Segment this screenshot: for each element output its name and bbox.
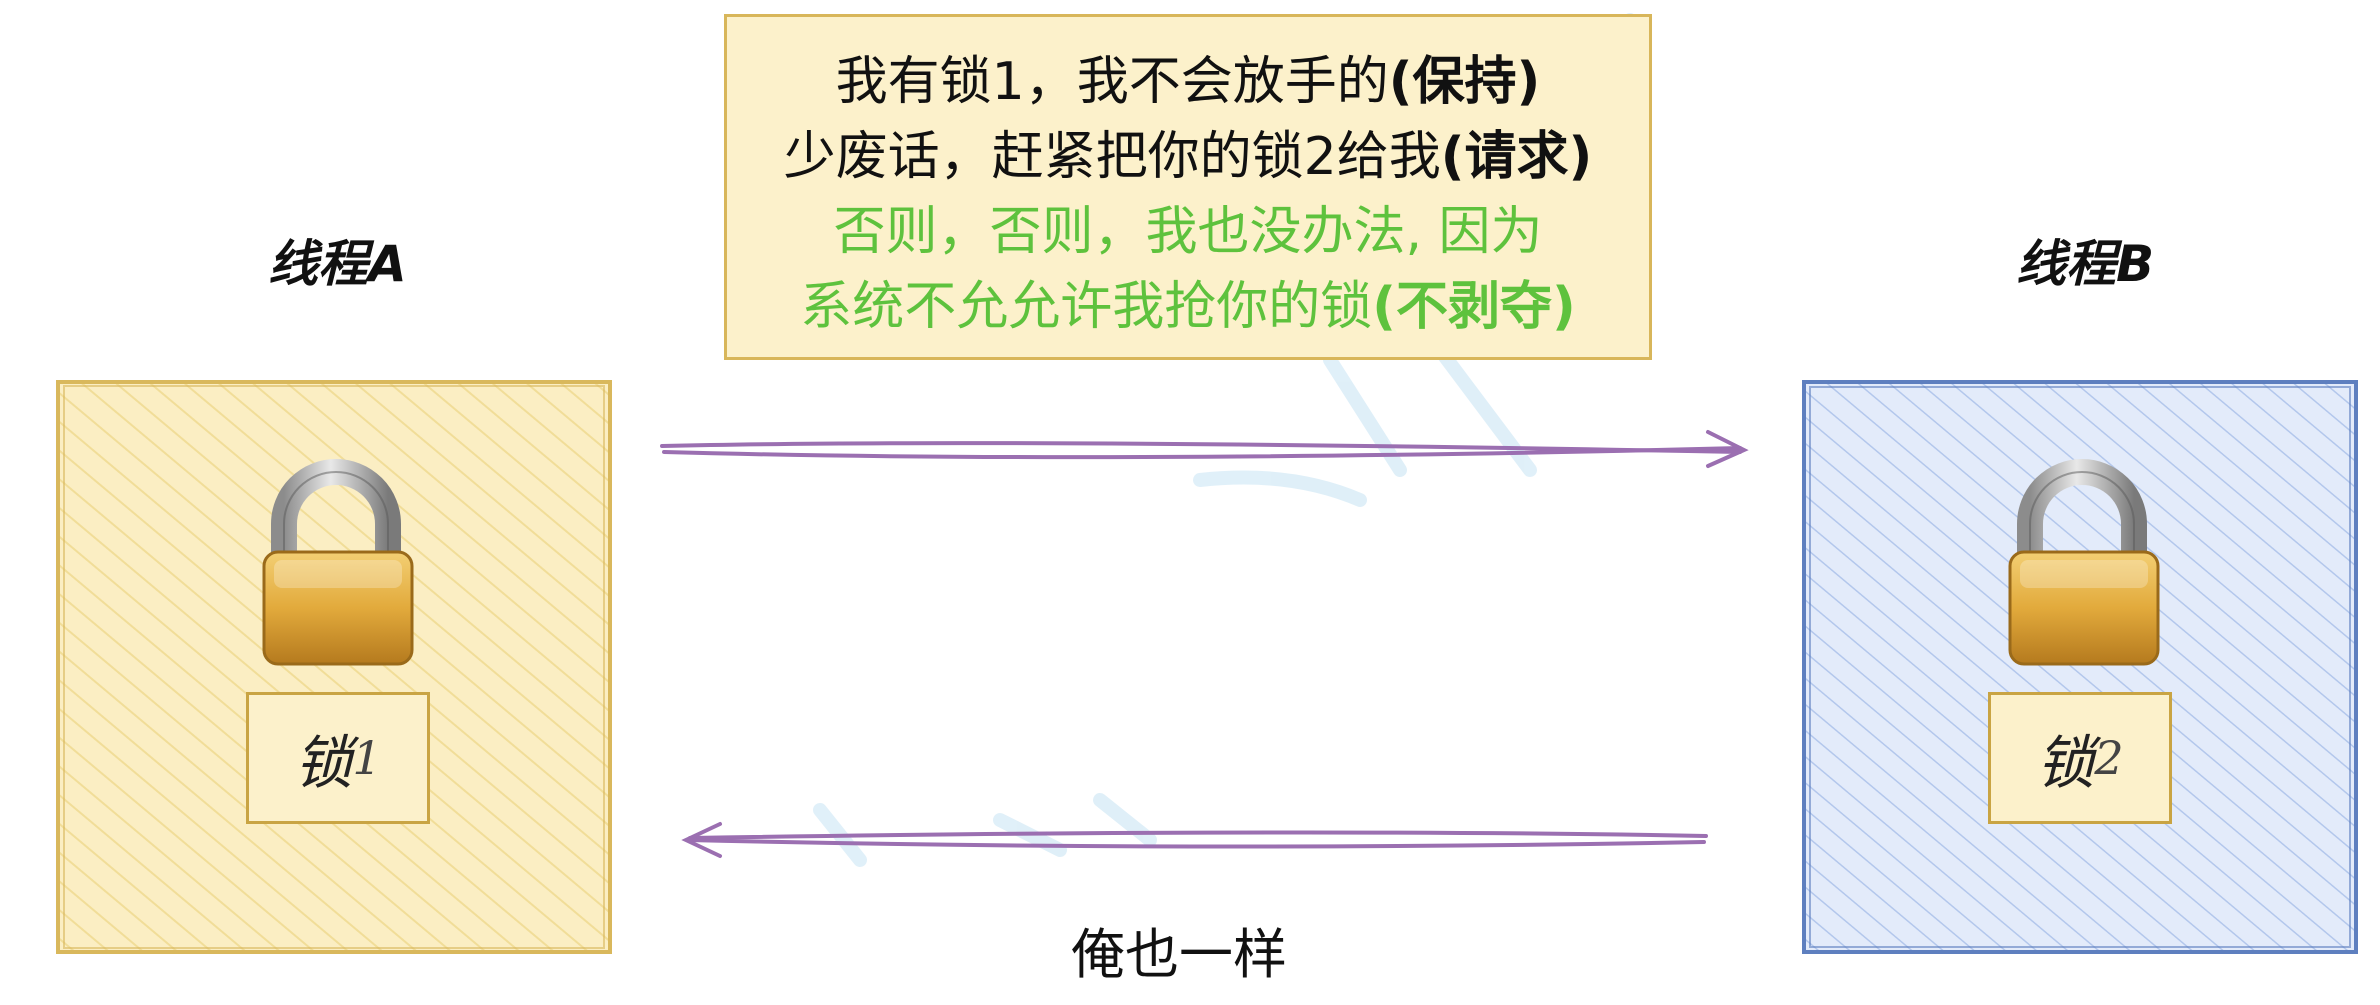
- reply-text: 俺也一样: [1071, 923, 1287, 986]
- speech-line-hold: 我有锁1，我不会放手的(保持): [835, 52, 1541, 112]
- request-arrow-a-to-b: [660, 430, 1749, 468]
- thread-b-title: 线程B: [2016, 235, 2155, 293]
- padlock-icon: [2008, 459, 2160, 666]
- padlock-icon: [262, 459, 414, 666]
- speech-box: 我有锁1，我不会放手的(保持) 少废话，赶紧把你的锁2给我(请求) 否则，否则，…: [724, 14, 1652, 360]
- speech-line-no-preempt: 系统不允允许我抢你的锁(不剥夺): [800, 277, 1576, 337]
- thread-a-title: 线程A: [268, 235, 407, 293]
- request-arrow-b-to-a: [681, 822, 1708, 858]
- speech-line-otherwise: 否则，否则，我也没办法, 因为: [833, 202, 1543, 262]
- speech-line-request: 少废话，赶紧把你的锁2给我(请求): [783, 127, 1593, 187]
